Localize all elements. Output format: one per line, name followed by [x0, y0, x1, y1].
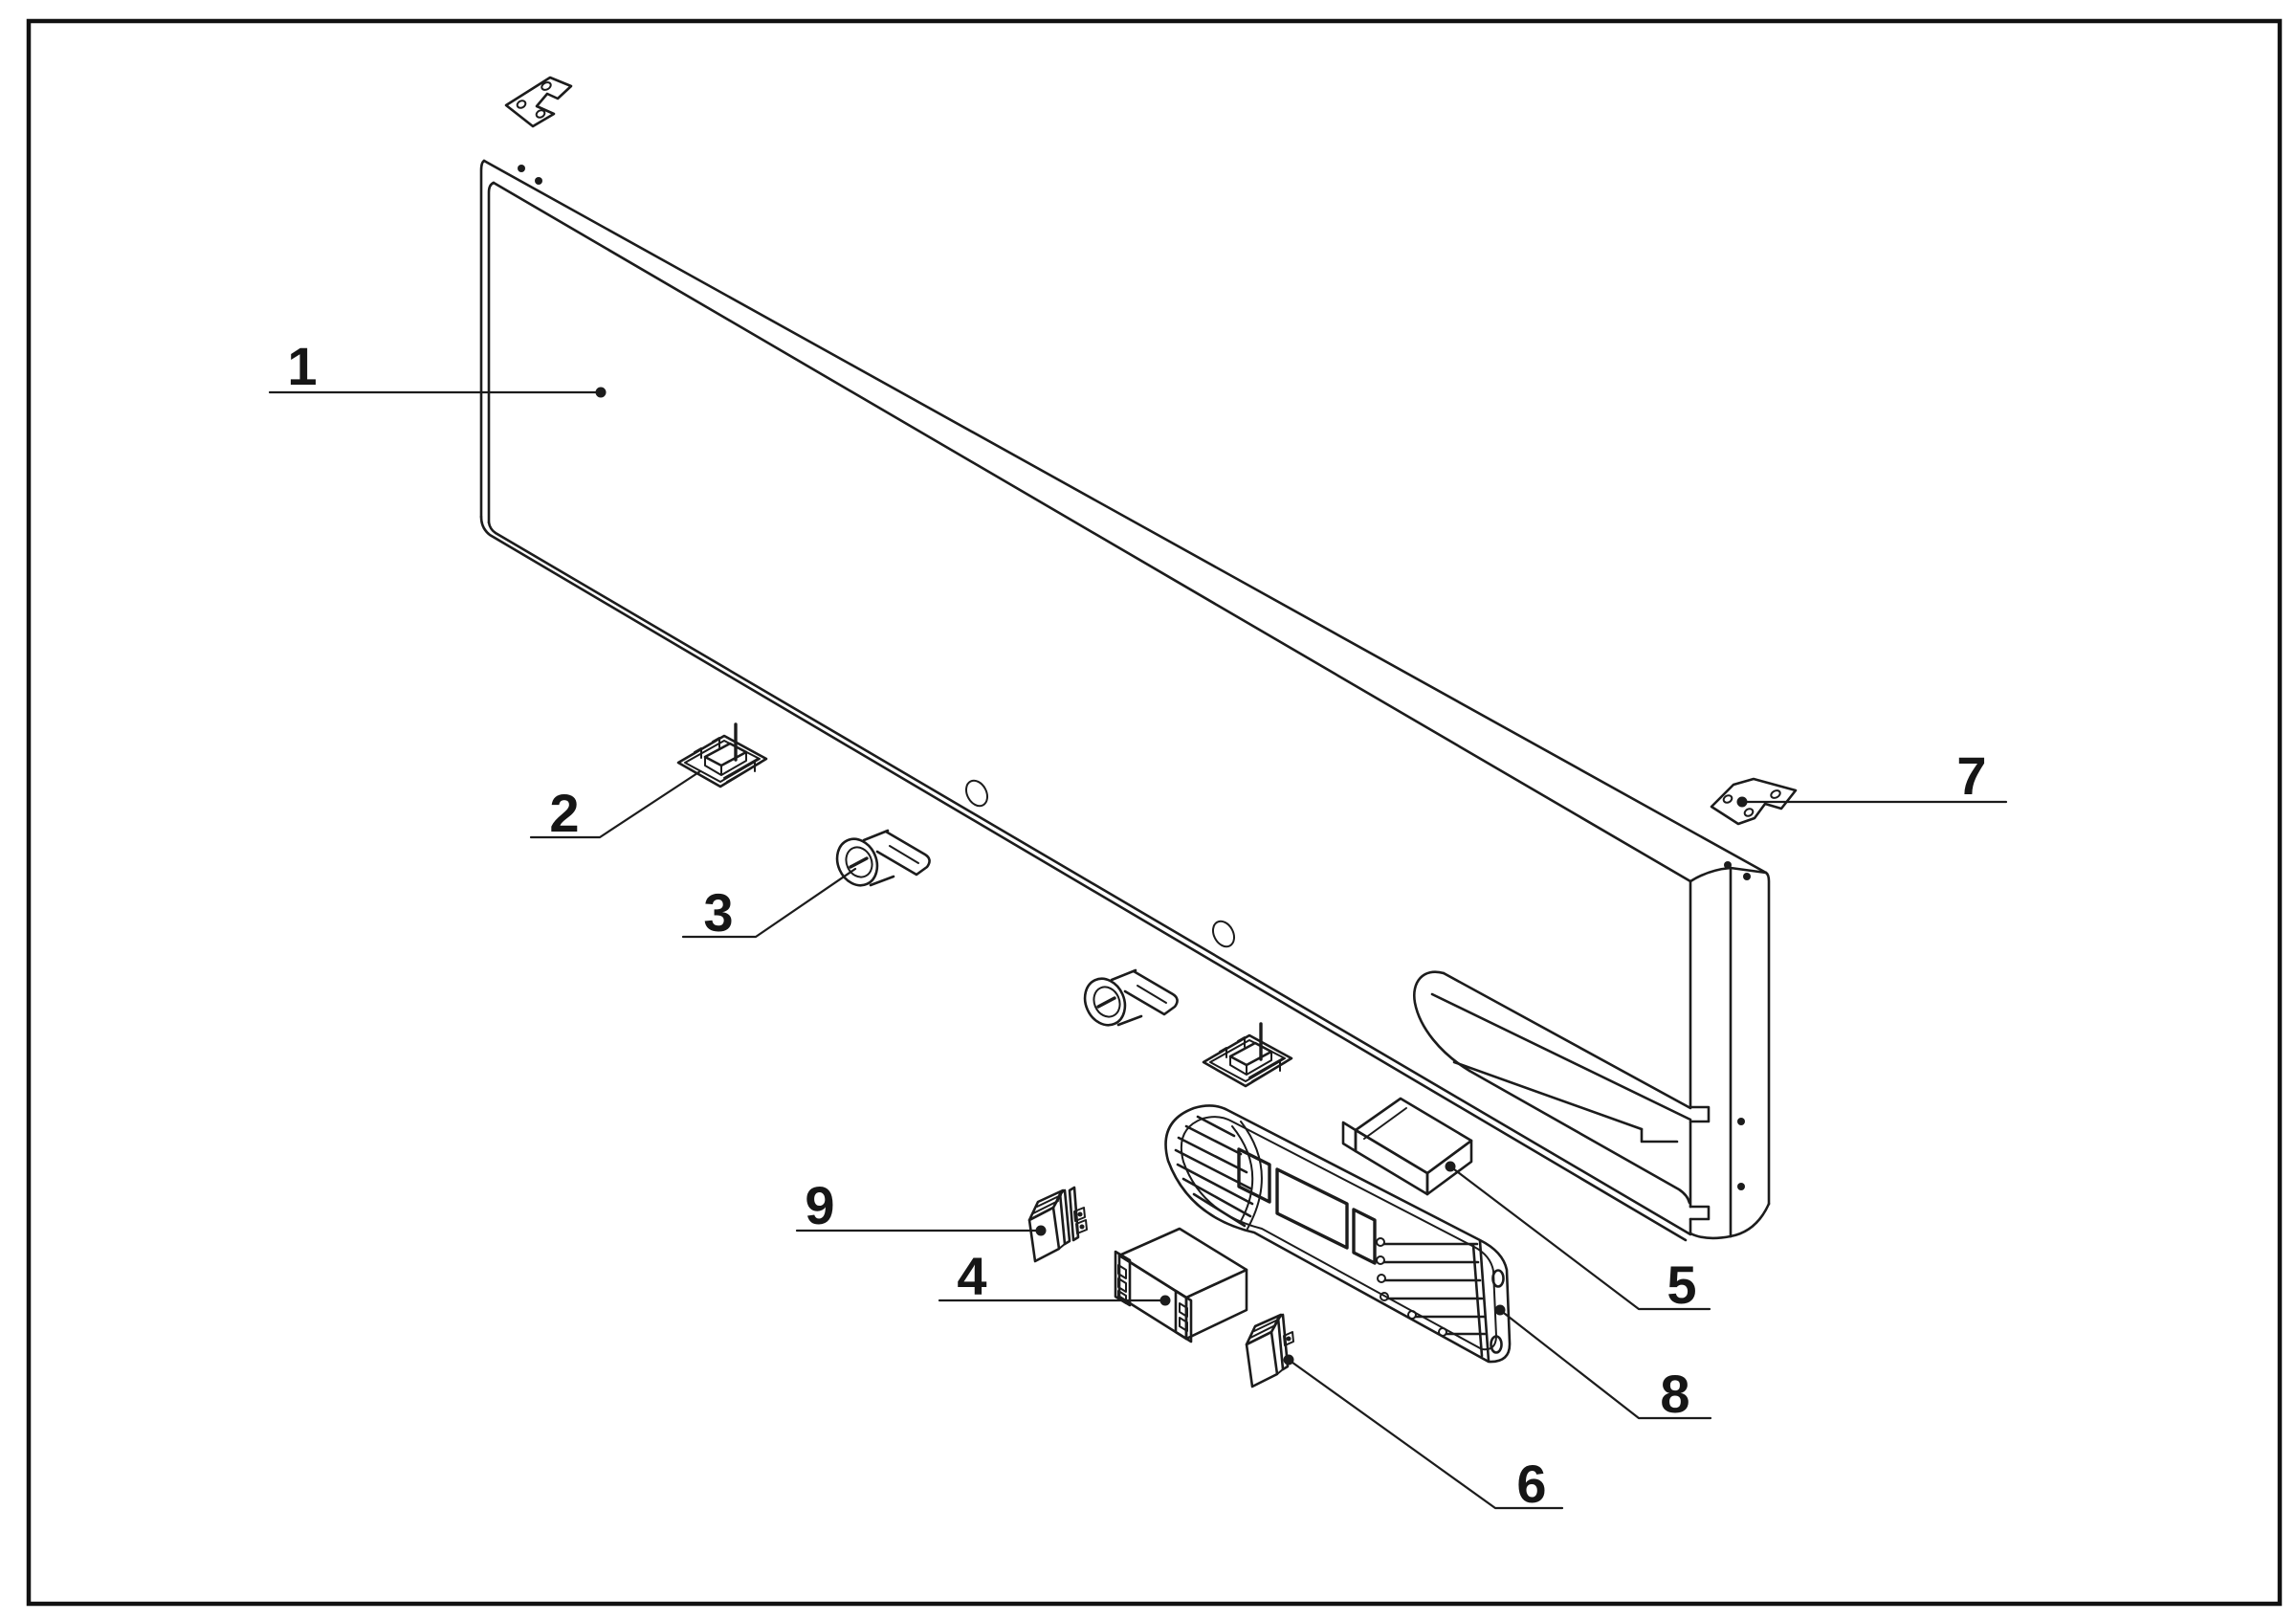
part-latch-assembly-left	[676, 722, 768, 788]
leader-line-8	[1498, 1308, 1712, 1420]
leader-line-2	[529, 769, 702, 839]
part-number-7: 7	[1956, 745, 1986, 806]
callouts: 1 2 3 4 5 6 7 8 9	[268, 336, 2008, 1514]
leader-dot-7	[1736, 796, 1748, 808]
callout-8-vent-grille: 8	[1494, 1304, 1712, 1424]
callout-5-cover-bracket: 5	[1445, 1161, 1711, 1315]
part-number-6: 6	[1516, 1454, 1546, 1514]
part-number-3: 3	[703, 882, 733, 943]
leader-dot-4	[1159, 1295, 1171, 1306]
leader-dot-9	[1035, 1225, 1047, 1236]
screw-hole	[1491, 1269, 1505, 1288]
lock-hole	[964, 779, 989, 808]
leader-line-6	[1287, 1358, 1564, 1510]
part-small-rocker-switch	[1245, 1313, 1294, 1388]
part-number-8: 8	[1660, 1364, 1689, 1424]
rivet-hole	[1737, 1118, 1745, 1125]
rivet-hole	[1737, 1183, 1745, 1190]
leader-line-3	[681, 867, 857, 939]
part-number-2: 2	[549, 783, 579, 843]
part-lock-cylinder-left	[835, 829, 931, 887]
rivet-hole	[535, 177, 542, 185]
leader-dot-5	[1445, 1161, 1456, 1172]
leader-line-5	[1448, 1165, 1711, 1311]
drawing-border	[26, 18, 2283, 1607]
rivet-hole	[518, 165, 525, 172]
part-number-1: 1	[287, 336, 317, 396]
part-number-4: 4	[957, 1246, 986, 1306]
part-latch-assembly-right	[1202, 1022, 1293, 1088]
rivet-hole	[1724, 861, 1732, 869]
callout-9-rocker-switch: 9	[795, 1175, 1047, 1236]
part-rocker-switch	[1027, 1186, 1088, 1263]
part-number-9: 9	[805, 1175, 834, 1235]
lock-hole	[1211, 920, 1236, 948]
part-control-unit	[1114, 1227, 1248, 1343]
screw-hole	[1490, 1335, 1503, 1354]
callout-7-retainer-plate: 7	[1736, 745, 2008, 808]
rivet-hole	[1743, 873, 1751, 880]
callout-6-small-rocker-switch: 6	[1283, 1354, 1564, 1514]
leader-dot-6	[1283, 1354, 1294, 1366]
part-number-5: 5	[1667, 1255, 1696, 1315]
callout-2-latch-assembly: 2	[529, 769, 702, 843]
bracket-plate-top	[504, 76, 573, 128]
part-lock-cylinder-right	[1083, 968, 1179, 1027]
part-vent-grille	[1164, 1104, 1512, 1364]
leader-dot-8	[1494, 1304, 1506, 1316]
callout-3-lock-cylinder-handle: 3	[681, 867, 857, 943]
part-retainer-plate	[1710, 777, 1798, 826]
leader-dot-1	[595, 387, 607, 398]
part-front-panel	[479, 159, 1771, 1242]
part-cover-bracket	[1341, 1097, 1473, 1196]
callout-4-control-unit: 4	[938, 1246, 1171, 1306]
callout-1-front-panel: 1	[268, 336, 607, 398]
